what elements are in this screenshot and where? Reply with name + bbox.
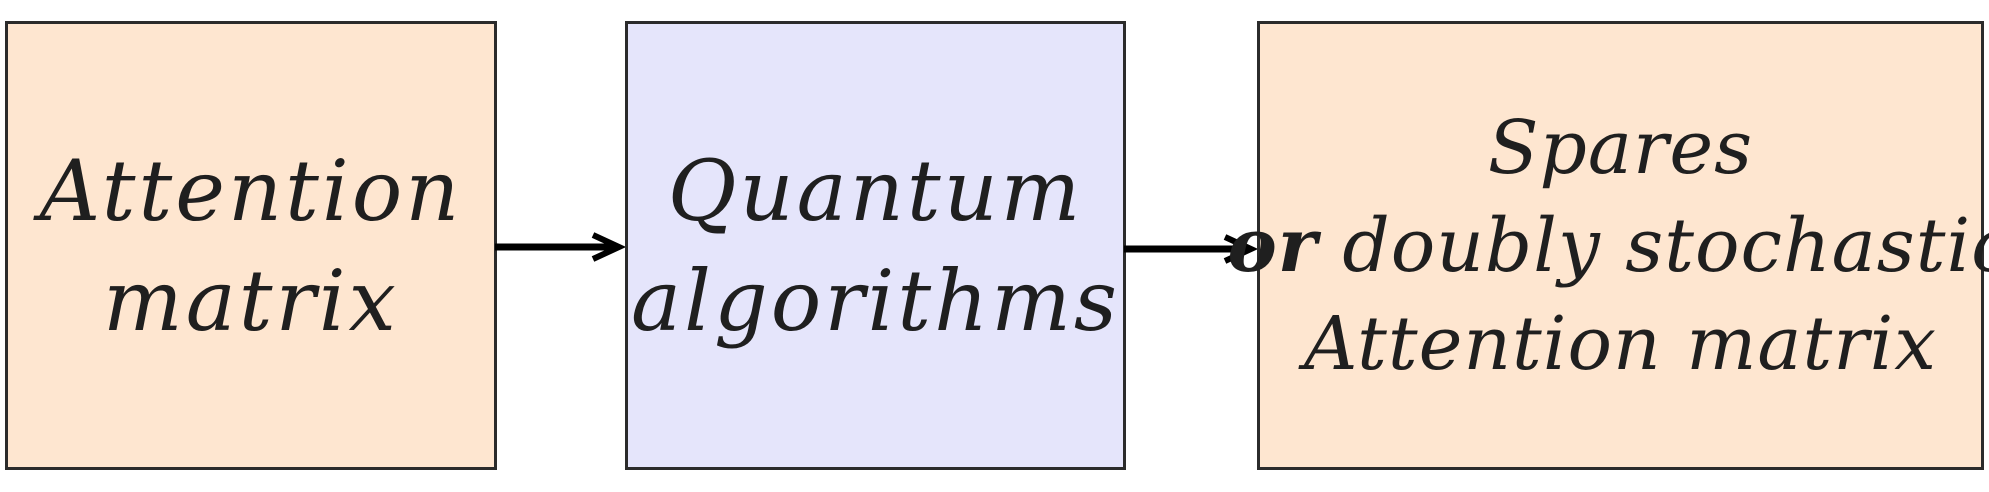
- quantum-box-line-2: algorithms: [631, 251, 1120, 350]
- quantum-algorithms-box: Quantum algorithms: [625, 21, 1126, 470]
- output-box-line-2-rest: doubly stochastic: [1317, 202, 1989, 289]
- output-box-line-3: Attention matrix: [1303, 300, 1937, 387]
- arrow-attention-to-quantum: [495, 232, 627, 262]
- output-matrix-box: Spares or doubly stochastic Attention ma…: [1227, 21, 1989, 470]
- arrow-quantum-to-output: [1124, 234, 1259, 264]
- attention-box-line-2: matrix: [103, 251, 399, 350]
- attention-box-line-1: Attention: [39, 141, 463, 240]
- output-box-line-2: or doubly stochastic: [1227, 197, 1989, 295]
- output-box-line-1: Spares: [1487, 104, 1754, 191]
- attention-matrix-box: Attention matrix: [5, 21, 497, 470]
- quantum-box-line-1: Quantum: [667, 141, 1084, 240]
- output-box-or-word: or: [1227, 202, 1318, 289]
